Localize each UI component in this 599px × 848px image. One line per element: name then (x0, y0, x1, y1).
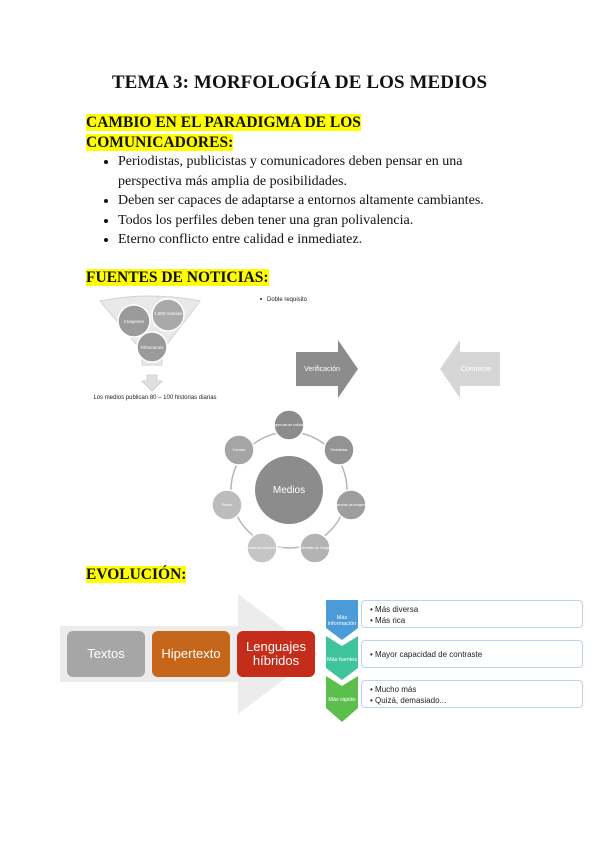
cycle-node-label: Fuentes (233, 448, 246, 452)
funnel-circle-images (117, 304, 151, 338)
chevron-label: Más rápido (328, 697, 356, 703)
requirement-note: Doble requisito (267, 297, 308, 303)
verification-arrow-icon (296, 340, 358, 398)
funnel-circle-news (151, 298, 185, 332)
contrast-arrow-icon (440, 340, 500, 398)
sources-diagram: Imágenes 1.500 noticias Filtraciones Los… (93, 295, 500, 564)
chevron-icon (326, 676, 358, 722)
heading-line-2: COMUNICADORES: (86, 134, 234, 151)
cycle-node (211, 489, 243, 521)
evolution-heading-text: EVOLUCIÓN: (86, 566, 187, 583)
funnel-label-news: 1.500 noticias (154, 311, 183, 316)
info-item: Más rica (375, 616, 406, 625)
cycle-node-label: Redes (222, 503, 232, 507)
info-item: Mayor capacidad de contraste (375, 650, 483, 659)
info-item: Mucho más (375, 685, 417, 694)
cycle-node (323, 434, 355, 466)
cycle-node-label: Agencias de noticias (273, 423, 305, 427)
page-title: TEMA 3: MORFOLOGÍA DE LOS MEDIOS (111, 72, 488, 93)
sources-heading-text: FUENTES DE NOTICIAS: (86, 269, 269, 286)
stage-textos: Textos (67, 631, 145, 677)
chevron-column (326, 600, 358, 722)
cycle-node (223, 434, 255, 466)
bullet-item: Periodistas, publicistas y comunicadores… (118, 152, 528, 191)
cycle-node-label: Periodistas (330, 448, 348, 452)
cycle-center (255, 456, 323, 524)
funnel-down-arrow-icon (140, 374, 164, 392)
cycle-node-label: Gabinetes de comunicación (240, 546, 283, 550)
stage-hipertexto: Hipertexto (152, 631, 230, 677)
bullet-dot-icon (260, 298, 262, 300)
chevron-icon (326, 600, 358, 640)
info-row-more-info: • Más diversa • Más rica (361, 600, 583, 628)
funnel-caption: Los medios publican 80 – 100 historias d… (93, 395, 216, 401)
cycle-node (299, 532, 331, 564)
cycle-node-label: Gabinetes de Imagen (298, 546, 332, 550)
info-item: Más diversa (375, 605, 419, 614)
contrast-label: Contraste (461, 366, 491, 373)
heading-line-1: CAMBIO EN EL PARADIGMA DE LOS (86, 114, 361, 131)
bullet-item: Eterno conflicto entre calidad e inmedia… (118, 230, 528, 250)
cycle-node-label: Agencias de imágenes (333, 503, 369, 507)
chevron-label: Más información (327, 615, 357, 627)
verification-label: Verificación (304, 366, 340, 373)
cycle-node (335, 489, 367, 521)
info-item: Quizá, demasiado... (375, 696, 447, 705)
section-heading-paradigm: CAMBIO EN EL PARADIGMA DE LOS COMUNICADO… (86, 113, 406, 153)
funnel-label-images: Imágenes (124, 319, 145, 324)
paradigm-bullet-list: Periodistas, publicistas y comunicadores… (100, 152, 528, 250)
chevron-icon (326, 636, 358, 680)
info-row-faster: • Mucho más • Quizá, demasiado... (361, 680, 583, 708)
section-heading-sources: FUENTES DE NOTICIAS: (86, 268, 269, 288)
cycle-node (273, 409, 305, 441)
stage-hibridos: Lenguajes híbridos (237, 631, 315, 677)
bullet-item: Todos los perfiles deben tener una gran … (118, 211, 528, 231)
chevron-label: Más fuentes (327, 657, 357, 663)
bullet-item: Deben ser capaces de adaptarse a entorno… (118, 191, 528, 211)
funnel-circle-leaks (136, 331, 168, 363)
cycle-node (246, 532, 278, 564)
section-heading-evolution: EVOLUCIÓN: (86, 565, 187, 585)
cycle-center-label: Medios (273, 485, 305, 496)
funnel-label-leaks: Filtraciones (140, 345, 164, 350)
info-row-more-sources: • Mayor capacidad de contraste (361, 640, 583, 668)
